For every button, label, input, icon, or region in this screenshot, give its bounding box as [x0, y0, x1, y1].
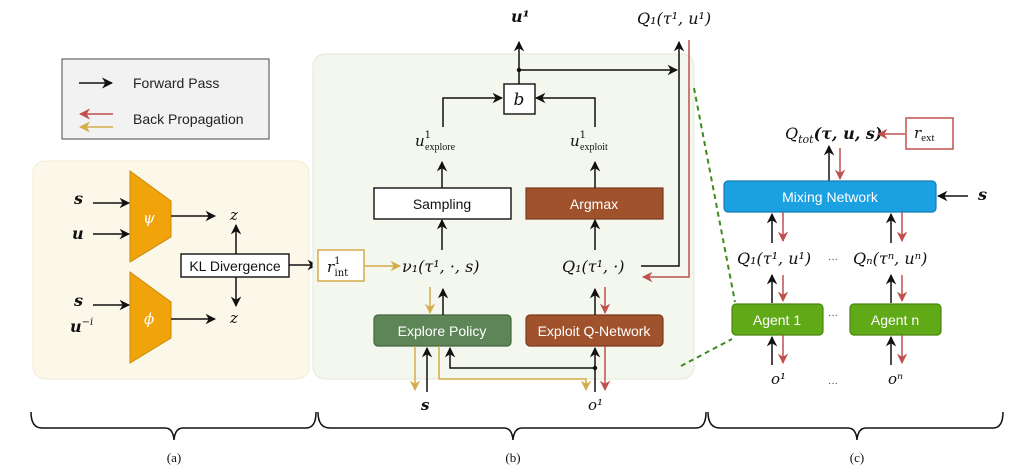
- brace-a: [30, 411, 317, 441]
- input-s-bottom: s: [73, 291, 83, 310]
- caption-c: (c): [850, 450, 864, 465]
- b-box[interactable]: [503, 83, 536, 115]
- arrow-uexploit-to-b: [534, 92, 596, 127]
- kl-divergence-label: KL Divergence: [189, 258, 281, 274]
- agent-ellipsis: ···: [828, 310, 838, 321]
- exploit-qnetwork-label: Exploit Q-Network: [538, 323, 652, 339]
- explore-policy-label: Explore Policy: [398, 323, 487, 339]
- q-ellipsis: ···: [828, 254, 838, 265]
- argmax-label: Argmax: [570, 196, 618, 212]
- r-ext-box[interactable]: [905, 117, 954, 150]
- agent-1-box[interactable]: [731, 303, 824, 336]
- b-label: b: [514, 90, 525, 110]
- section-braces: (a) (b) (c): [30, 411, 1004, 465]
- input-u-minus-i: u−i: [70, 317, 93, 336]
- mixing-network-box[interactable]: [723, 180, 937, 213]
- u1-output-label: u¹: [511, 7, 530, 26]
- r-int-box[interactable]: [317, 249, 365, 282]
- phi-symbol: ϕ: [144, 310, 154, 328]
- panel-a: ψ ϕ s u z s u−i z KL Divergence: [32, 160, 319, 380]
- arrow-uexplore-to-b: [442, 92, 504, 127]
- input-s-top: s: [73, 189, 83, 208]
- output-z-top: z: [229, 206, 238, 224]
- caption-a: (a): [167, 450, 181, 465]
- psi-symbol: ψ: [143, 209, 155, 227]
- agent-n-box[interactable]: [849, 303, 942, 336]
- r-ext-label: rext: [914, 124, 935, 144]
- on-obs-label: oⁿ: [888, 370, 903, 388]
- backprop-q1-to-q1dot: [641, 40, 690, 283]
- backprop-explore-to-o1: [438, 346, 592, 392]
- legend: Forward Pass Back Propagation: [61, 58, 270, 140]
- brace-b: [317, 411, 707, 441]
- qn-agent-label: Qₙ(τⁿ, uⁿ): [853, 249, 927, 268]
- legend-backprop-label: Back Propagation: [133, 111, 244, 127]
- zoom-dashed-line-bottom: [680, 338, 733, 367]
- panel-c: Qtot(τ, u, s) rext Mixing Network s Q₁(τ…: [723, 117, 987, 389]
- input-s-label: s: [421, 396, 430, 414]
- zoom-dashed-line-top: [693, 87, 736, 303]
- legend-box: [61, 58, 270, 140]
- mixing-input-s: s: [977, 185, 987, 204]
- agent-1-label: Agent 1: [753, 312, 801, 328]
- caption-b: (b): [505, 450, 520, 465]
- nu-label: ν₁(τ¹, ·, s): [402, 257, 480, 276]
- q1-dot-label: Q₁(τ¹, ·): [562, 257, 625, 276]
- qtot-label: Qtot(τ, u, s): [785, 124, 882, 146]
- obs-ellipsis: ···: [828, 378, 838, 389]
- arrow-q1dot-to-q1-output: [641, 40, 685, 267]
- legend-forward-label: Forward Pass: [133, 75, 219, 91]
- arrow-o1-to-explore: [444, 346, 595, 369]
- agent-n-label: Agent n: [871, 312, 919, 328]
- mixing-network-label: Mixing Network: [782, 189, 879, 205]
- input-o1-label: o¹: [588, 396, 603, 414]
- sampling-label: Sampling: [413, 196, 471, 212]
- phi-encoder[interactable]: [129, 271, 172, 364]
- output-z-bottom: z: [229, 309, 238, 327]
- input-u: u: [72, 224, 84, 243]
- o1-obs-label: o¹: [771, 370, 786, 388]
- q1-output-label: Q₁(τ¹, u¹): [637, 9, 711, 28]
- brace-c: [707, 411, 1004, 441]
- q1-agent-label: Q₁(τ¹, u¹): [737, 249, 811, 268]
